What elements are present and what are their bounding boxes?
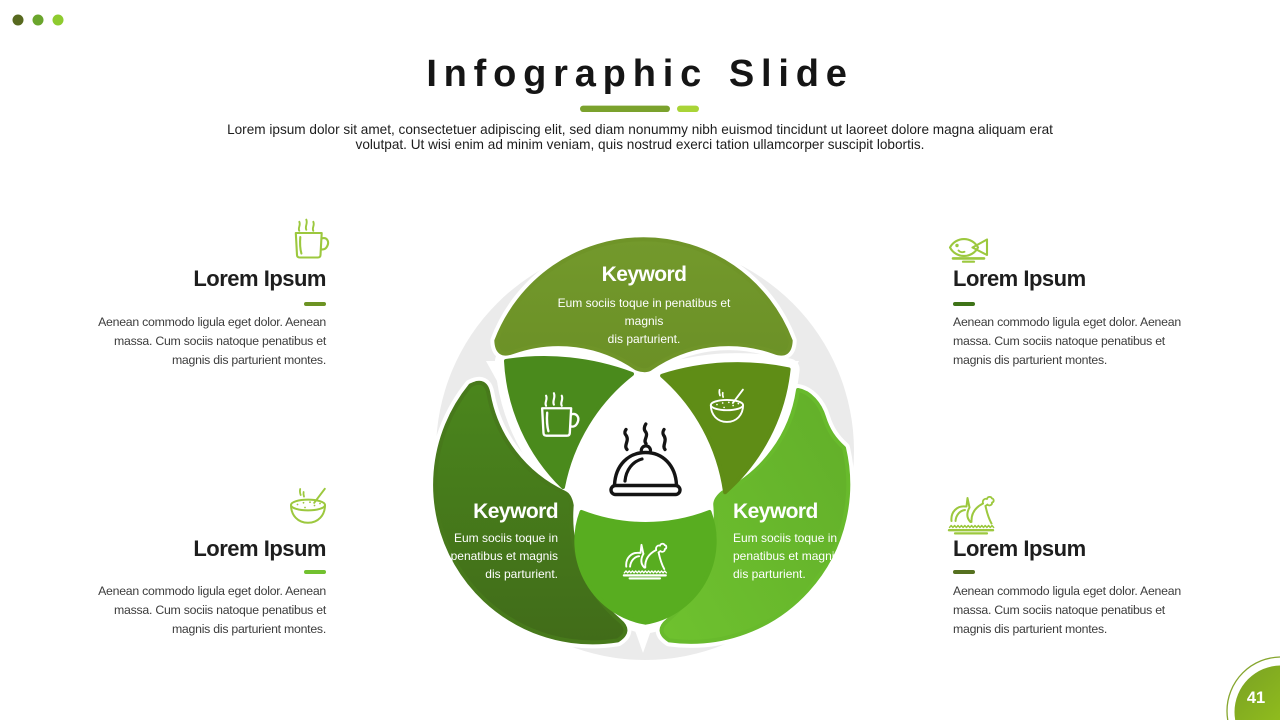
svg-text:41: 41 [1247, 689, 1265, 707]
